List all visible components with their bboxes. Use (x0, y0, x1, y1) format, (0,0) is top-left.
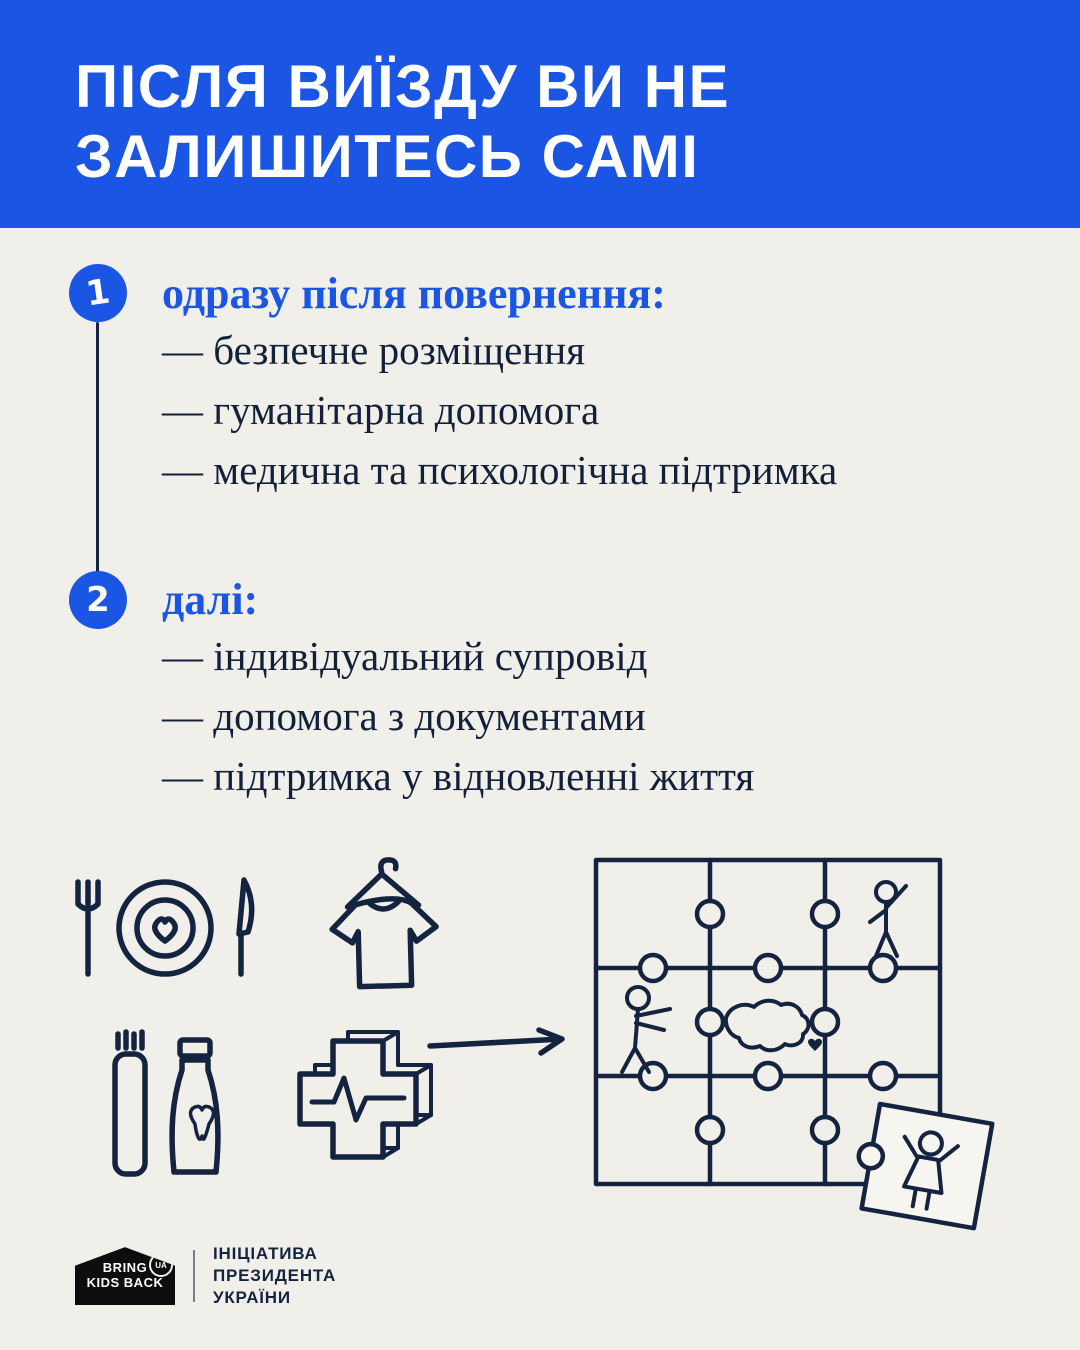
clothing-hanger-icon (329, 857, 439, 990)
bring-kids-back-logo: BRING KIDS BACK UA (75, 1247, 175, 1306)
step-1-item-2: — гуманітарна допомога (162, 387, 600, 433)
meal-icon (75, 877, 255, 977)
page-title-line1: ПІСЛЯ ВИЇЗДУ ВИ НЕ (75, 53, 731, 120)
footer: BRING KIDS BACK UA ІНІЦІАТИВА ПРЕЗИДЕНТА… (75, 1243, 336, 1309)
hygiene-toothbrush-toothpaste-icon (112, 1029, 221, 1177)
girl-figure (902, 1130, 960, 1211)
step-2-heading: далі: (162, 575, 259, 624)
footer-caption-line3: УКРАЇНИ (213, 1288, 291, 1308)
step-1-item-1: — безпечне розміщення (162, 327, 586, 373)
step-1-item-3: — медична та психологічна підтримка (162, 447, 838, 493)
boy-waving-figure (868, 880, 908, 958)
footer-divider (193, 1250, 195, 1303)
medical-cross-icon (297, 1030, 433, 1160)
step-2-item-2: — допомога з документами (162, 693, 646, 739)
timeline-connector (96, 322, 99, 574)
footer-caption-line2: ПРЕЗИДЕНТА (213, 1266, 337, 1286)
puzzle-knobs (637, 898, 899, 1146)
ukraine-map (723, 998, 822, 1053)
step-1-number: 1 (83, 271, 113, 315)
man-figure (620, 985, 672, 1074)
footer-caption: ІНІЦІАТИВА ПРЕЗИДЕНТА УКРАЇНИ (213, 1243, 336, 1309)
header-banner: ПІСЛЯ ВИЇЗДУ ВИ НЕ ЗАЛИШИТЕСЬ САМІ (0, 0, 1080, 228)
step-2-items: — індивідуальний супровід — допомога з д… (162, 636, 754, 816)
footer-caption-line1: ІНІЦІАТИВА (213, 1244, 318, 1263)
detached-puzzle-piece (856, 1101, 995, 1231)
page-title-line2: ЗАЛИШИТЕСЬ САМІ (75, 122, 700, 190)
step-2-number: 2 (86, 580, 110, 620)
step-2-number-badge: 2 (69, 571, 127, 629)
ua-badge: UA (149, 1253, 173, 1278)
step-2-item-1: — індивідуальний супровід (162, 633, 648, 679)
arrow-right-icon (427, 1027, 565, 1056)
step-2-item-3: — підтримка у відновленні життя (162, 753, 755, 799)
step-1-items: — безпечне розміщення — гуманітарна допо… (162, 330, 837, 510)
step-1-number-badge: 1 (65, 260, 131, 326)
logo-text-line1: BRING (102, 1260, 148, 1276)
page-title: ПІСЛЯ ВИЇЗДУ ВИ НЕ ЗАЛИШИТЕСЬ САМІ (0, 0, 1080, 191)
puzzle-with-people-illustration (593, 857, 995, 1231)
logo-text-line2: KIDS BACK (86, 1275, 164, 1291)
step-1-heading: одразу після повернення: (162, 269, 666, 318)
